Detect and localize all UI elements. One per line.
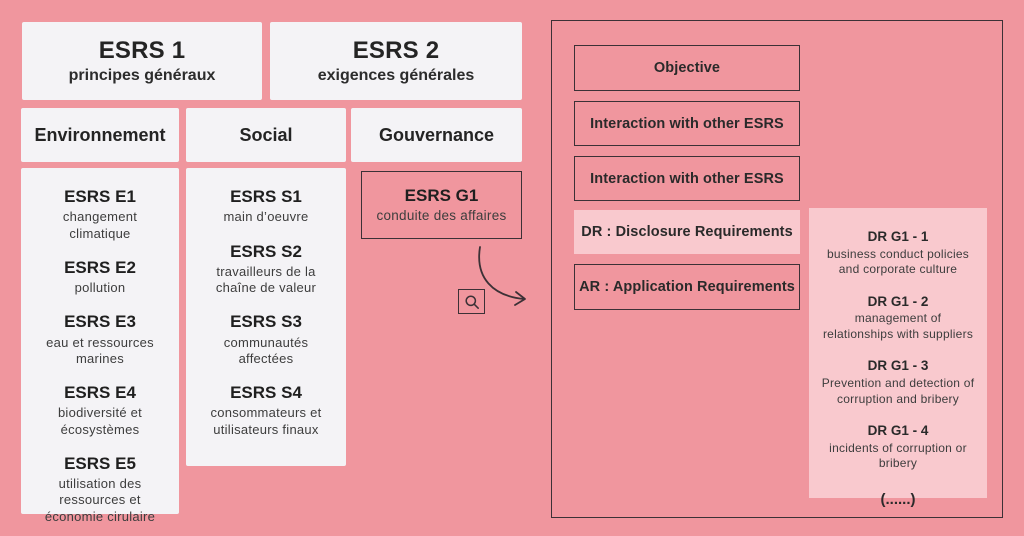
magnifier-glyph bbox=[464, 294, 479, 309]
list-item: ESRS E4 biodiversité et écosystèmes bbox=[35, 382, 165, 438]
standard-code: ESRS G1 bbox=[404, 185, 479, 205]
standard-description: communautés affectées bbox=[223, 334, 309, 366]
section-label: Objective bbox=[653, 60, 721, 76]
standard-code: ESRS E4 bbox=[64, 383, 136, 402]
esrs2-title: ESRS 2 bbox=[352, 37, 440, 65]
dr-code: DR G1 - 4 bbox=[867, 423, 929, 439]
g1-detail-panel bbox=[551, 20, 1003, 518]
standard-description: eau et ressources marines bbox=[46, 334, 154, 366]
dr-item: DR G1 - 1 business conduct policies and … bbox=[819, 228, 977, 278]
list-item: ESRS S3 communautés affectées bbox=[201, 311, 331, 367]
esrs2-subtitle: exigences générales bbox=[317, 66, 475, 84]
dr-item: DR G1 - 3 Prevention and detection of co… bbox=[819, 357, 977, 407]
section-label: Interaction with other ESRS bbox=[590, 115, 784, 132]
standard-code: ESRS E3 bbox=[64, 312, 136, 332]
pillar-header-environnement: Environnement bbox=[21, 108, 179, 162]
dr-code: DR G1 - 1 bbox=[867, 229, 929, 244]
standard-description: changement climatique bbox=[62, 209, 138, 241]
dr-code: DR G1 - 2 bbox=[867, 293, 929, 309]
standard-code: ESRS E1 bbox=[64, 187, 136, 206]
section-objective: Objective bbox=[574, 45, 800, 91]
dr-code: DR G1 - 3 bbox=[867, 358, 929, 374]
standard-description: biodiversité et écosystèmes bbox=[57, 405, 143, 437]
section-application-requirements: AR : Application Requirements bbox=[574, 264, 800, 310]
pillar-header-social: Social bbox=[186, 108, 346, 162]
dr-description: management of relationships with supplie… bbox=[822, 311, 974, 341]
pillar-label: Environnement bbox=[34, 124, 166, 145]
pillar-header-gouvernance: Gouvernance bbox=[351, 108, 522, 162]
dr-item: DR G1 - 2 management of relationships wi… bbox=[819, 293, 977, 343]
list-item: ESRS E1 changement climatique bbox=[35, 186, 165, 242]
pillar-label: Gouvernance bbox=[378, 124, 495, 145]
section-interaction-2: Interaction with other ESRS bbox=[574, 156, 800, 201]
standard-description: travailleurs de la chaîne de valeur bbox=[215, 263, 317, 295]
arrow-connector bbox=[478, 246, 526, 306]
magnifier-icon bbox=[458, 289, 485, 314]
dr-items-panel: DR G1 - 1 business conduct policies and … bbox=[809, 208, 987, 508]
standard-code: ESRS S2 bbox=[230, 241, 302, 261]
list-item: ESRS S4 consommateurs et utilisateurs fi… bbox=[201, 382, 331, 438]
standard-description: utilisation des ressources et économie c… bbox=[44, 476, 156, 524]
dr-item: DR G1 - 4 incidents of corruption or bri… bbox=[819, 422, 977, 472]
list-item: ESRS E3 eau et ressources marines bbox=[35, 311, 165, 367]
dr-ellipsis: (......) bbox=[880, 490, 916, 508]
section-label: Interaction with other ESRS bbox=[590, 170, 784, 187]
standard-code: ESRS E2 bbox=[64, 257, 136, 277]
standard-code: ESRS S4 bbox=[230, 383, 302, 402]
list-item: ESRS E2 pollution bbox=[64, 257, 136, 297]
esrs1-subtitle: principes généraux bbox=[68, 66, 216, 84]
esrs1-title: ESRS 1 bbox=[98, 37, 186, 65]
esrs2-card: ESRS 2 exigences générales bbox=[270, 22, 522, 100]
section-interaction-1: Interaction with other ESRS bbox=[574, 101, 800, 146]
standard-code: ESRS S1 bbox=[230, 187, 302, 206]
list-item: ESRS S2 travailleurs de la chaîne de val… bbox=[201, 241, 331, 297]
list-item: ESRS E5 utilisation des ressources et éc… bbox=[35, 453, 165, 525]
environnement-standards-list: ESRS E1 changement climatique ESRS E2 po… bbox=[21, 168, 179, 524]
standard-code: ESRS S3 bbox=[230, 312, 302, 332]
standard-description: pollution bbox=[74, 280, 126, 295]
esrs1-card: ESRS 1 principes généraux bbox=[22, 22, 262, 100]
section-label: DR : Disclosure Requirements bbox=[581, 224, 793, 240]
section-label: AR : Application Requirements bbox=[579, 279, 795, 295]
dr-description: Prevention and detection of corruption a… bbox=[821, 376, 975, 406]
standard-description: main d’oeuvre bbox=[223, 209, 309, 225]
standard-description: conduite des affaires bbox=[376, 208, 507, 224]
pillar-label: Social bbox=[239, 124, 293, 145]
dr-description: business conduct policies and corporate … bbox=[826, 246, 970, 277]
dr-description: incidents of corruption or bribery bbox=[829, 440, 967, 471]
section-disclosure-requirements: DR : Disclosure Requirements bbox=[574, 210, 800, 254]
social-standards-list: ESRS S1 main d’oeuvre ESRS S2 travailleu… bbox=[186, 168, 346, 466]
standard-code: ESRS E5 bbox=[64, 453, 136, 473]
standard-description: consommateurs et utilisateurs finaux bbox=[210, 405, 322, 437]
esrs-g1-card: ESRS G1 conduite des affaires bbox=[361, 171, 522, 239]
list-item: ESRS S1 main d’oeuvre bbox=[223, 186, 308, 226]
